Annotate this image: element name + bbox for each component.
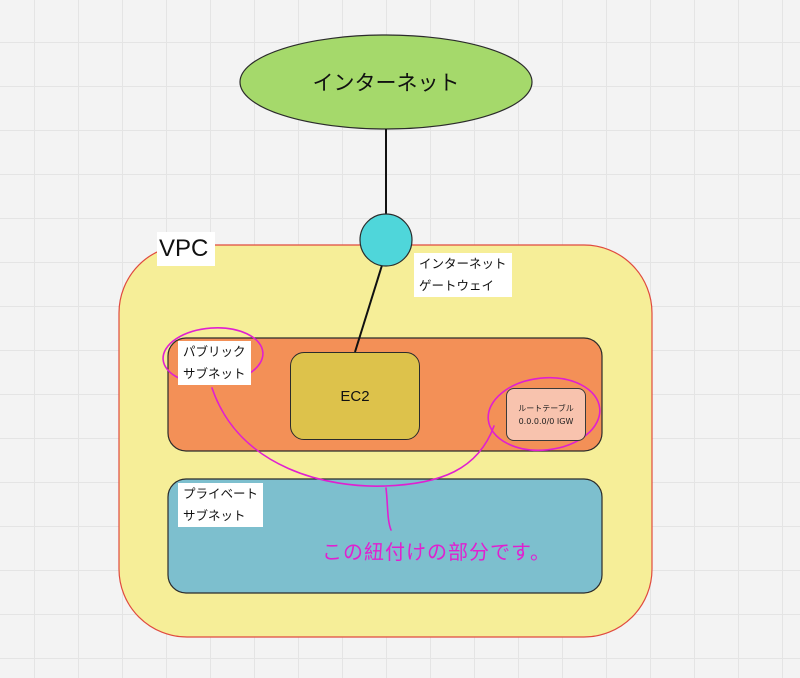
igw-label: インターネット ゲートウェイ [414,253,512,297]
annotation-text: この紐付けの部分です。 [322,540,551,564]
link-curve [211,387,495,487]
public-subnet-label-line2: サブネット [183,366,246,381]
public-subnet-label: パブリック サブネット [178,341,251,385]
private-subnet-box[interactable] [167,478,603,594]
igw-label-line2: ゲートウェイ [419,278,495,293]
vpc-label: VPC [157,232,215,266]
public-subnet-label-line1: パブリック [183,344,246,359]
route-table-title: ルートテーブル [518,403,574,413]
private-subnet-label-line2: サブネット [183,508,246,523]
internet-gateway-circle[interactable] [359,213,413,267]
route-table[interactable]: ルートテーブル 0.0.0.0/0 IGW [506,388,586,441]
annotation-arrow [385,487,392,531]
private-subnet-label-line1: プライベート [183,486,259,501]
internet-label: インターネット [312,71,460,95]
ec2-instance[interactable]: EC2 [290,352,420,440]
private-subnet-label: プライベート サブネット [178,483,264,527]
igw-label-line1: インターネット [419,256,507,271]
igw-ec2-connector [354,261,384,353]
route-table-highlight-circle [487,376,601,452]
route-table-route: 0.0.0.0/0 IGW [518,416,574,426]
ec2-label: EC2 [340,387,370,405]
